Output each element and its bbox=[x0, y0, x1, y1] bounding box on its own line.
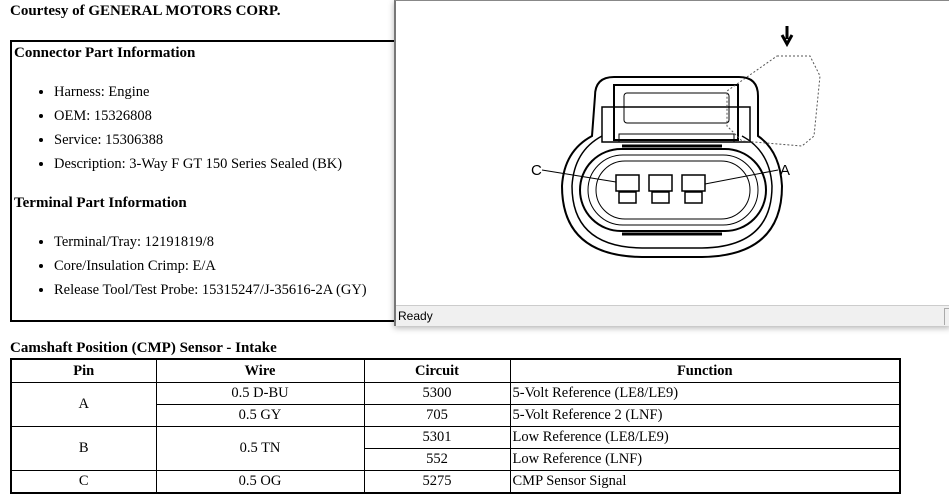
header-function: Function bbox=[509, 358, 901, 383]
function-cell: Low Reference (LE8/LE9) bbox=[509, 426, 901, 449]
connector-image-window[interactable]: C A Ready bbox=[394, 0, 949, 326]
circuit-cell: 5300 bbox=[363, 382, 511, 405]
function-cell: 5-Volt Reference (LE8/LE9) bbox=[509, 382, 901, 405]
terminal-info-title: Terminal Part Information bbox=[14, 195, 187, 211]
connector-info-list: Harness: Engine OEM: 15326808 Service: 1… bbox=[34, 80, 342, 176]
list-item: Description: 3-Way F GT 150 Series Seale… bbox=[54, 152, 342, 176]
list-item: Terminal/Tray: 12191819/8 bbox=[54, 230, 367, 254]
list-item: Service: 15306388 bbox=[54, 128, 342, 152]
connector-info-title: Connector Part Information bbox=[14, 45, 196, 61]
status-text: Ready bbox=[398, 309, 433, 323]
wire-cell: 0.5 D-BU bbox=[155, 382, 365, 405]
part-info-box: Connector Part Information Harness: Engi… bbox=[10, 40, 432, 322]
pin-a-label: A bbox=[780, 162, 790, 179]
list-item: Core/Insulation Crimp: E/A bbox=[54, 254, 367, 278]
circuit-cell: 552 bbox=[363, 448, 511, 471]
circuit-cell: 705 bbox=[363, 404, 511, 427]
list-item: Harness: Engine bbox=[54, 80, 342, 104]
list-item: OEM: 15326808 bbox=[54, 104, 342, 128]
function-cell: Low Reference (LNF) bbox=[509, 448, 901, 471]
function-cell: CMP Sensor Signal bbox=[509, 470, 901, 494]
table-row: 552 Low Reference (LNF) bbox=[11, 448, 901, 471]
connector-diagram: C A bbox=[531, 26, 821, 258]
wire-cell: 0.5 GY bbox=[155, 404, 365, 427]
courtesy-text: Courtesy of GENERAL MOTORS CORP. bbox=[10, 3, 281, 19]
function-cell: 5-Volt Reference 2 (LNF) bbox=[509, 404, 901, 427]
header-circuit: Circuit bbox=[363, 358, 511, 383]
pinout-table: Pin Wire Circuit Function A 0.5 D-BU 530… bbox=[10, 358, 901, 494]
circuit-cell: 5275 bbox=[363, 470, 511, 494]
header-wire: Wire bbox=[155, 358, 365, 383]
list-item: Release Tool/Test Probe: 15315247/J-3561… bbox=[54, 278, 367, 302]
pin-cell: A bbox=[10, 382, 157, 427]
wire-cell: 0.5 TN bbox=[155, 426, 365, 471]
resize-grip[interactable] bbox=[944, 308, 949, 325]
table-row: B 0.5 TN 5301 Low Reference (LE8/LE9) bbox=[10, 426, 901, 471]
pin-cell: B bbox=[10, 426, 157, 471]
pin-c-label: C bbox=[531, 162, 542, 179]
circuit-cell: 5301 bbox=[363, 426, 511, 449]
table-title: Camshaft Position (CMP) Sensor - Intake bbox=[10, 340, 277, 356]
table-row: C 0.5 OG 5275 CMP Sensor Signal bbox=[10, 470, 901, 494]
header-pin: Pin bbox=[10, 358, 157, 383]
table-header-row: Pin Wire Circuit Function bbox=[10, 358, 901, 383]
wire-cell: 0.5 OG bbox=[155, 470, 365, 494]
pin-cell: C bbox=[10, 470, 157, 494]
status-bar: Ready bbox=[396, 305, 949, 326]
terminal-info-list: Terminal/Tray: 12191819/8 Core/Insulatio… bbox=[34, 230, 367, 302]
table-row: A 0.5 D-BU 5300 5-Volt Reference (LE8/LE… bbox=[10, 382, 901, 427]
